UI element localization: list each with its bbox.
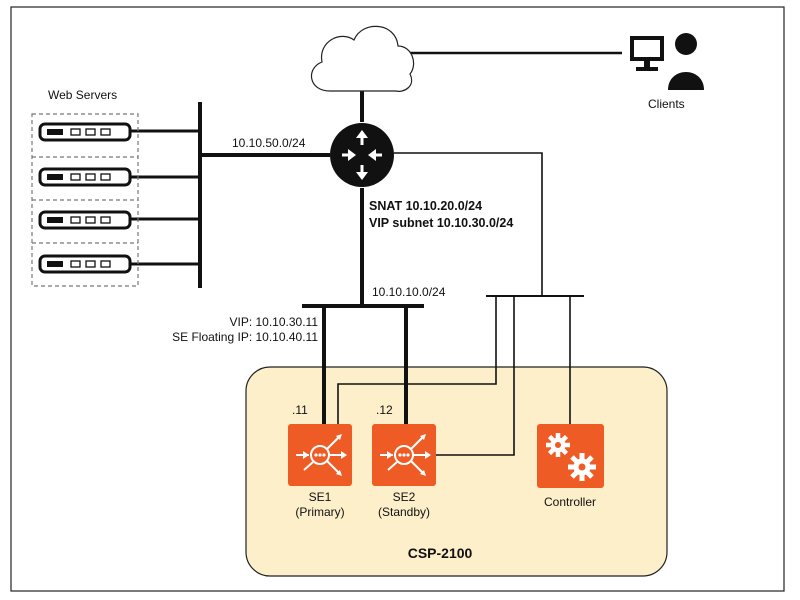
snat-label: SNAT 10.10.20.0/24 <box>369 199 482 213</box>
csp-2100-box <box>245 366 668 577</box>
se2-node <box>372 424 436 486</box>
cloud-icon <box>311 25 415 92</box>
server-icon <box>38 254 132 274</box>
se2-ip-label: .12 <box>376 403 393 417</box>
network-links <box>130 51 622 456</box>
se1-name-label: SE1 <box>309 490 332 504</box>
server-icon <box>38 167 132 187</box>
diagram-frame <box>10 6 785 592</box>
subnet-50-label: 10.10.50.0/24 <box>232 136 306 150</box>
web-servers-label: Web Servers <box>48 88 117 102</box>
se1-node <box>288 424 352 486</box>
clients-label: Clients <box>648 97 685 111</box>
csp-2100-label: CSP-2100 <box>408 545 473 561</box>
floating-ip-label: SE Floating IP: 10.10.40.11 <box>172 330 318 344</box>
server-icon <box>38 122 132 142</box>
controller-label: Controller <box>544 495 596 509</box>
se1-role-label: (Primary) <box>295 505 344 519</box>
se1-ip-label: .11 <box>292 403 308 417</box>
client-computer-icon <box>630 33 704 90</box>
vip-subnet-label: VIP subnet 10.10.30.0/24 <box>369 216 513 230</box>
link-mgmt-se2 <box>436 296 515 456</box>
link-router-mgmt <box>394 152 543 296</box>
se2-role-label: (Standby) <box>378 505 430 519</box>
subnet-10-label: 10.10.10.0/24 <box>372 285 446 299</box>
controller-node <box>537 424 604 488</box>
web-server-group <box>31 113 139 287</box>
server-icon <box>38 210 132 230</box>
gears-icon <box>537 424 604 488</box>
se2-name-label: SE2 <box>393 490 416 504</box>
link-mgmt-se1 <box>337 296 497 426</box>
vip-label: VIP: 10.10.30.11 <box>229 315 318 329</box>
router-icon <box>330 123 394 187</box>
